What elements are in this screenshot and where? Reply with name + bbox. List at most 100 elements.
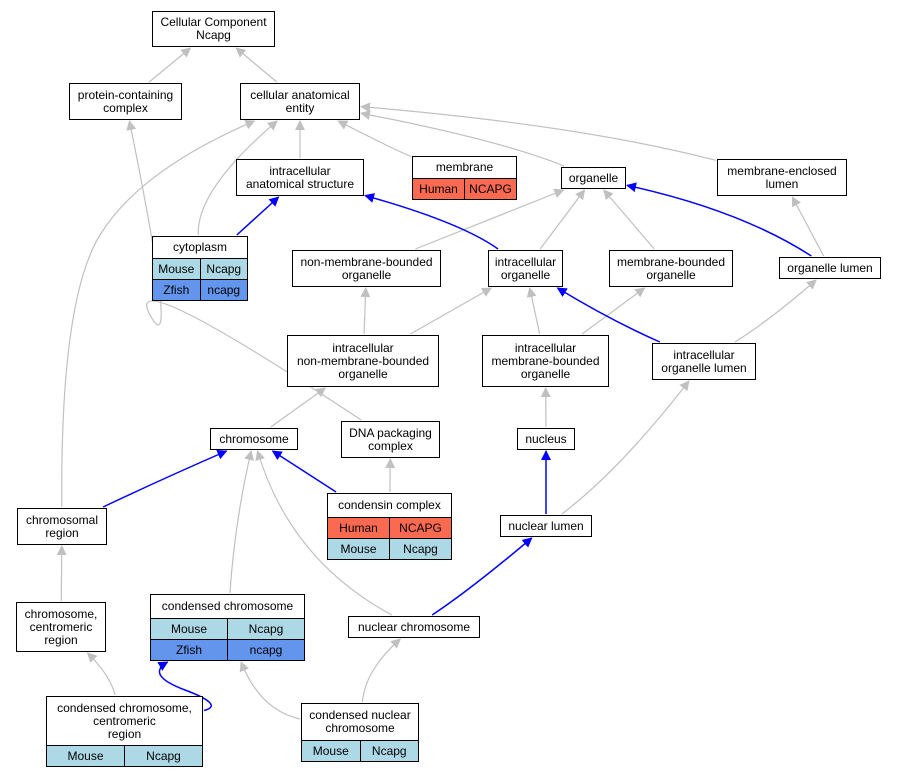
node-nuclear-chromosome[interactable]: nuclear chromosome bbox=[348, 616, 480, 638]
node-label-line: chromosome bbox=[219, 431, 289, 446]
node-label-line: region bbox=[44, 632, 78, 647]
edge-cytoplasm-to-cellular-anatomical-entity bbox=[197, 120, 278, 236]
node-label-line: organelle bbox=[646, 267, 696, 282]
node-label-line: non-membrane-bounded bbox=[296, 353, 430, 368]
edge-nuclear-lumen-to-intracellular-organelle-lumen bbox=[561, 380, 690, 515]
edge-condensed-nuclear-chromosome-to-nuclear-chromosome bbox=[361, 638, 402, 703]
node-label: nucleus bbox=[518, 429, 574, 449]
node-label-line: entity bbox=[285, 100, 315, 115]
node-label-line: complex bbox=[103, 100, 148, 115]
node-label-line: organelle lumen bbox=[661, 360, 747, 375]
node-label-line: condensed nuclear bbox=[309, 708, 411, 722]
node-label: organelle lumen bbox=[780, 258, 880, 278]
node-label-line: non-membrane-bounded bbox=[300, 254, 433, 269]
node-label-line: centromeric bbox=[93, 713, 156, 728]
node-organelle-lumen[interactable]: organelle lumen bbox=[779, 257, 881, 279]
node-label-line: region bbox=[45, 525, 79, 540]
node-label-line: organelle lumen bbox=[787, 260, 873, 275]
node-label-line: nuclear chromosome bbox=[357, 619, 471, 634]
gene-cell[interactable]: NCAPG bbox=[389, 518, 451, 538]
edge-membrane-to-cellular-anatomical-entity bbox=[337, 120, 412, 158]
gene-cell[interactable]: Ncapg bbox=[389, 539, 451, 559]
gene-cell[interactable]: Ncapg bbox=[124, 746, 202, 766]
species-cell[interactable]: Human bbox=[413, 179, 464, 199]
gene-cell[interactable]: Ncapg bbox=[227, 619, 304, 639]
edge-chromosomal-region-to-chromosome bbox=[102, 450, 228, 508]
species-cell[interactable]: Mouse bbox=[153, 259, 200, 279]
gene-cell[interactable]: Ncapg bbox=[359, 741, 418, 761]
node-nucleus[interactable]: nucleus bbox=[517, 428, 575, 450]
gene-cell[interactable]: NCAPG bbox=[464, 179, 516, 199]
node-label-line: membrane-bounded bbox=[616, 254, 726, 269]
species-cell[interactable]: Mouse bbox=[47, 746, 124, 766]
node-label-line: nuclear lumen bbox=[508, 518, 584, 533]
node-label-line: intracellular bbox=[332, 340, 394, 355]
edge-intracellular-non-membrane-bounded-organelle-to-intracellular-organelle bbox=[410, 287, 493, 335]
edge-membrane-bounded-organelle-to-organelle bbox=[603, 189, 655, 250]
node-label-line: membrane-enclosed bbox=[727, 163, 837, 178]
edge-condensed-chromosome-centromeric-region-to-chromosome-centromeric-region bbox=[86, 652, 116, 696]
node-organelle[interactable]: organelle bbox=[561, 167, 626, 189]
node-label-line: intracellular bbox=[269, 163, 331, 178]
node-label: membrane bbox=[413, 157, 516, 178]
species-cell[interactable]: Mouse bbox=[302, 741, 360, 761]
species-cell[interactable]: Mouse bbox=[151, 619, 227, 639]
node-label: cytoplasm bbox=[153, 237, 247, 258]
node-label-line: condensin complex bbox=[338, 498, 441, 512]
species-cell[interactable]: Human bbox=[328, 518, 389, 538]
node-label-line: membrane-bounded bbox=[491, 353, 600, 368]
species-cell[interactable]: Mouse bbox=[328, 539, 389, 559]
edge-protein-containing-complex-to-root bbox=[148, 47, 192, 83]
node-label: condensed chromosome bbox=[151, 595, 304, 618]
node-label-line: cellular anatomical bbox=[250, 87, 350, 102]
edge-intracellular-organelle-to-intracellular-anatomical-structure bbox=[364, 193, 499, 250]
node-label-line: condensed chromosome bbox=[161, 599, 294, 613]
edge-organelle-to-cellular-anatomical-entity bbox=[360, 110, 565, 167]
gene-cell[interactable]: ncapg bbox=[227, 640, 304, 660]
species-cell[interactable]: Zfish bbox=[151, 640, 227, 660]
species-cell[interactable]: Zfish bbox=[153, 280, 200, 300]
node-label-line: organelle bbox=[500, 267, 551, 282]
edge-intracellular-membrane-bounded-organelle-to-membrane-bounded-organelle bbox=[581, 287, 646, 335]
edge-condensed-nuclear-chromosome-to-condensed-chromosome bbox=[239, 661, 301, 720]
node-nuclear-lumen[interactable]: nuclear lumen bbox=[500, 515, 592, 537]
gene-cell[interactable]: Ncapg bbox=[199, 259, 247, 279]
node-chromosome[interactable]: chromosome bbox=[210, 428, 298, 450]
edge-intracellular-organelle-lumen-to-organelle-lumen bbox=[734, 279, 817, 343]
gene-cell[interactable]: ncapg bbox=[199, 280, 247, 300]
node-label: chromosome bbox=[211, 429, 297, 449]
